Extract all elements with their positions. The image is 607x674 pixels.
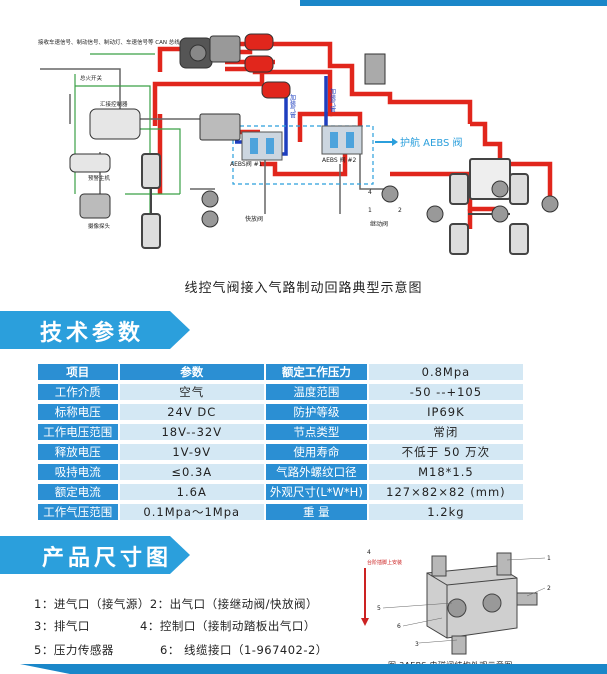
spec-label-cell: 项目 <box>38 364 118 380</box>
port-line-3a: 5：压力传感器 <box>34 643 114 657</box>
port1-label: 1 <box>368 207 372 214</box>
host-label: 预警主机 <box>88 174 111 182</box>
dim-section-header: 产品尺寸图 <box>0 536 190 574</box>
spec-label-cell: 工作气压范围 <box>38 504 118 520</box>
spec-label-cell: 工作电压范围 <box>38 424 118 440</box>
callout-6: 6 <box>397 623 401 630</box>
port4-label: 4 <box>368 189 372 196</box>
spec-label-cell: 工作介质 <box>38 384 118 400</box>
spec-value-cell: ≤0.3A <box>119 464 264 480</box>
spec-value-cell: 0.1Mpa～1Mpa <box>119 504 264 520</box>
spec-value-cell: 18V--32V <box>119 424 264 440</box>
port-line-2b: 4：控制口（接制动踏板出气口） <box>140 619 316 633</box>
callout-3: 3 <box>415 641 419 648</box>
spec-value-cell: 1.6A <box>119 484 264 500</box>
bottom-accent-bar <box>0 664 607 674</box>
spec-label-cell: 气路外螺纹口径 <box>265 464 367 480</box>
spec-value-cell: 24V DC <box>119 404 264 420</box>
spec-value-cell: 1.2kg <box>368 504 523 520</box>
spec-label-cell: 重 量 <box>265 504 367 520</box>
main-switch-label: 总火开关 <box>80 74 103 82</box>
top-accent-bar <box>300 0 607 6</box>
spec-value-cell: 常闭 <box>368 424 523 440</box>
aebs-valve-1-shape <box>241 131 283 161</box>
spec-label-cell: 额定电流 <box>38 484 118 500</box>
spec-value-cell: IP69K <box>368 404 523 420</box>
spec-label-cell: 防护等级 <box>265 404 367 420</box>
quick-release-label: 快放阀 <box>245 215 263 223</box>
relay-valve-label: 继动阀 <box>370 220 388 228</box>
aebs-valve-label: 护航 AEBS 阀 <box>400 136 463 149</box>
pipe-a-label: 加装气管 <box>289 93 296 119</box>
spec-label-cell: 标称电压 <box>38 404 118 420</box>
spec-value-cell: M18*1.5 <box>368 464 523 480</box>
diagram-caption: 线控气阀接入气路制动回路典型示意图 <box>184 281 423 296</box>
callout-5: 5 <box>377 605 381 612</box>
product-figure: 台阶插脚上安装 1 2 3 4 5 6 <box>361 549 551 655</box>
spec-label-cell: 节点类型 <box>265 424 367 440</box>
tech-section-title: 技术参数 <box>40 321 145 346</box>
pneumatic-circuit-diagram: 接收车速信号、制动信号、制动灯、车速信号等 CAN 总线 总火开关 汇接控制器 … <box>38 33 559 255</box>
spec-value-cell: -50 --+105 <box>368 384 523 400</box>
callout-1: 1 <box>547 555 551 562</box>
dim-section-title: 产品尺寸图 <box>42 546 173 571</box>
callout-2: 2 <box>547 585 551 592</box>
spec-value-cell: 1V-9V <box>119 444 264 460</box>
spec-label-cell: 额定工作压力 <box>265 364 367 380</box>
port-line-1: 1：进气口（接气源）2：出气口（接继动阀/快放阀） <box>34 597 319 611</box>
port-line-3b: 6： 线缆接口（1-967402-2） <box>160 643 328 657</box>
tech-section-header: 技术参数 <box>0 311 190 349</box>
spec-label-cell: 外观尺寸(L*W*H) <box>265 484 367 500</box>
spec-label-cell: 吸持电流 <box>38 464 118 480</box>
spec-label-cell: 释放电压 <box>38 444 118 460</box>
spec-label-cell: 温度范围 <box>265 384 367 400</box>
camera-label: 摄像探头 <box>88 222 111 230</box>
spec-row: 工作介质空气温度范围-50 --+105 <box>38 384 523 400</box>
callout-4: 4 <box>367 549 371 556</box>
can-note-label: 接收车速信号、制动信号、制动灯、车速信号等 CAN 总线 <box>38 38 180 46</box>
aebs-valve-2-shape <box>321 125 363 155</box>
spec-label-cell: 使用寿命 <box>265 444 367 460</box>
spec-value-cell: 参数 <box>119 364 264 380</box>
spec-value-cell: 不低于 50 万次 <box>368 444 523 460</box>
spec-value-cell: 0.8Mpa <box>368 364 523 380</box>
aebs-dashed-box <box>232 125 374 185</box>
product-note: 台阶插脚上安装 <box>367 559 402 566</box>
controller-label: 汇接控制器 <box>100 100 128 108</box>
spec-value-cell: 空气 <box>119 384 264 400</box>
spec-value-cell: 127×82×82 (mm) <box>368 484 523 500</box>
valve1-label: AEBS阀 #1 <box>230 160 263 168</box>
port2-label: 2 <box>398 207 402 214</box>
port-line-2a: 3：排气口 <box>34 619 90 633</box>
valve2-label: AEBS 阀 #2 <box>322 156 357 164</box>
valve-body <box>426 552 538 655</box>
components <box>69 33 559 228</box>
pipe-b-label: 加装气管 <box>329 87 336 113</box>
